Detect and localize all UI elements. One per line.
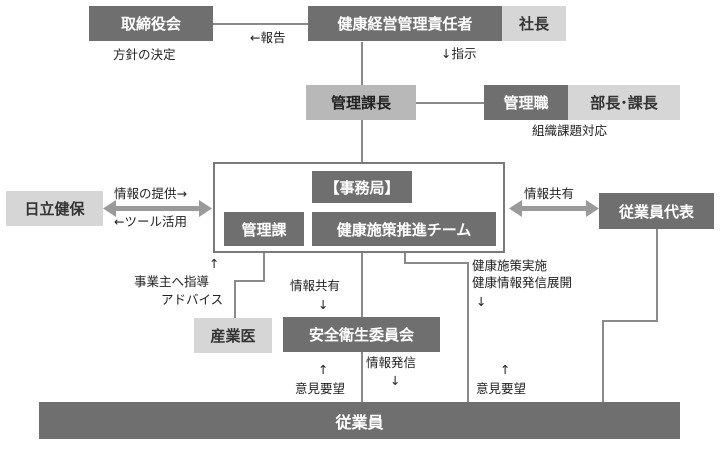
doctor-box: 産業医 (194, 318, 272, 353)
insurance-box: 日立健保 (6, 191, 103, 226)
info-provide-label: 情報の提供→ (114, 186, 187, 201)
admin-section-box: 管理課 (224, 212, 304, 246)
opinion-left-label: 意見要望 (295, 381, 346, 396)
implement-arrow: ↓ (476, 294, 487, 309)
dept-heads-box: 部長･課長 (568, 85, 680, 120)
tool-use-label: ←ツール活用 (114, 214, 187, 229)
line-admin-doctor (263, 246, 265, 281)
line-rep-employees-a (656, 229, 658, 321)
report-label: ←報告 (250, 30, 286, 45)
promotion-team-box: 健康施策推進チーム (312, 212, 496, 246)
line-rep-employees-b (602, 320, 658, 322)
guidance-line2: アドバイス (161, 292, 224, 307)
opinion-right-label: 意見要望 (476, 381, 527, 396)
info-share-comm-label: 情報共有 (290, 278, 341, 293)
org-issues-label: 組織課題対応 (532, 123, 608, 138)
instruct-label: ↓指示 (441, 46, 477, 61)
line-team-employees-b (404, 262, 468, 264)
implement-line1: 健康施策実施 (472, 258, 548, 273)
line-team-employees-a (404, 246, 406, 263)
line-chief-secretariat (361, 120, 363, 162)
board-box: 取締役会 (89, 6, 213, 41)
line-secretariat-committee (361, 253, 363, 317)
employees-bar: 従業員 (39, 402, 680, 439)
committee-box: 安全衛生委員会 (283, 317, 440, 352)
line-board-manager (213, 23, 308, 25)
implement-line2: 健康情報発信展開 (472, 275, 573, 290)
double-arrow-insurance (103, 200, 212, 217)
line-chief-management (416, 102, 484, 104)
employee-rep-box: 従業員代表 (599, 193, 714, 229)
info-share-comm-arrow: ↓ (318, 297, 329, 312)
guidance-up-arrow: ↑ (209, 256, 220, 271)
management-box: 管理職 (484, 85, 568, 120)
line-committee-employees (361, 352, 363, 402)
info-send-label: 情報発信 (366, 355, 417, 370)
line-manager-chief (361, 42, 363, 86)
line-admin-doctor-v (234, 280, 236, 318)
info-share-rep-label: 情報共有 (524, 186, 575, 201)
line-rep-employees-c (602, 320, 604, 402)
double-arrow-employee-rep (509, 200, 599, 217)
health-manager-box: 健康経営管理責任者 (308, 6, 502, 41)
guidance-line1: 事業主へ指導 (134, 274, 210, 289)
section-chief-box: 管理課長 (306, 85, 416, 120)
policy-label: 方針の決定 (113, 47, 176, 62)
opinion-left-arrow: ↑ (318, 362, 329, 377)
opinion-right-arrow: ↑ (500, 362, 511, 377)
line-admin-doctor-h (234, 280, 265, 282)
president-box: 社長 (502, 6, 566, 41)
secretariat-label: 【事務局】 (312, 171, 412, 203)
info-send-arrow: ↓ (390, 373, 401, 388)
line-team-employees-c (467, 262, 469, 402)
